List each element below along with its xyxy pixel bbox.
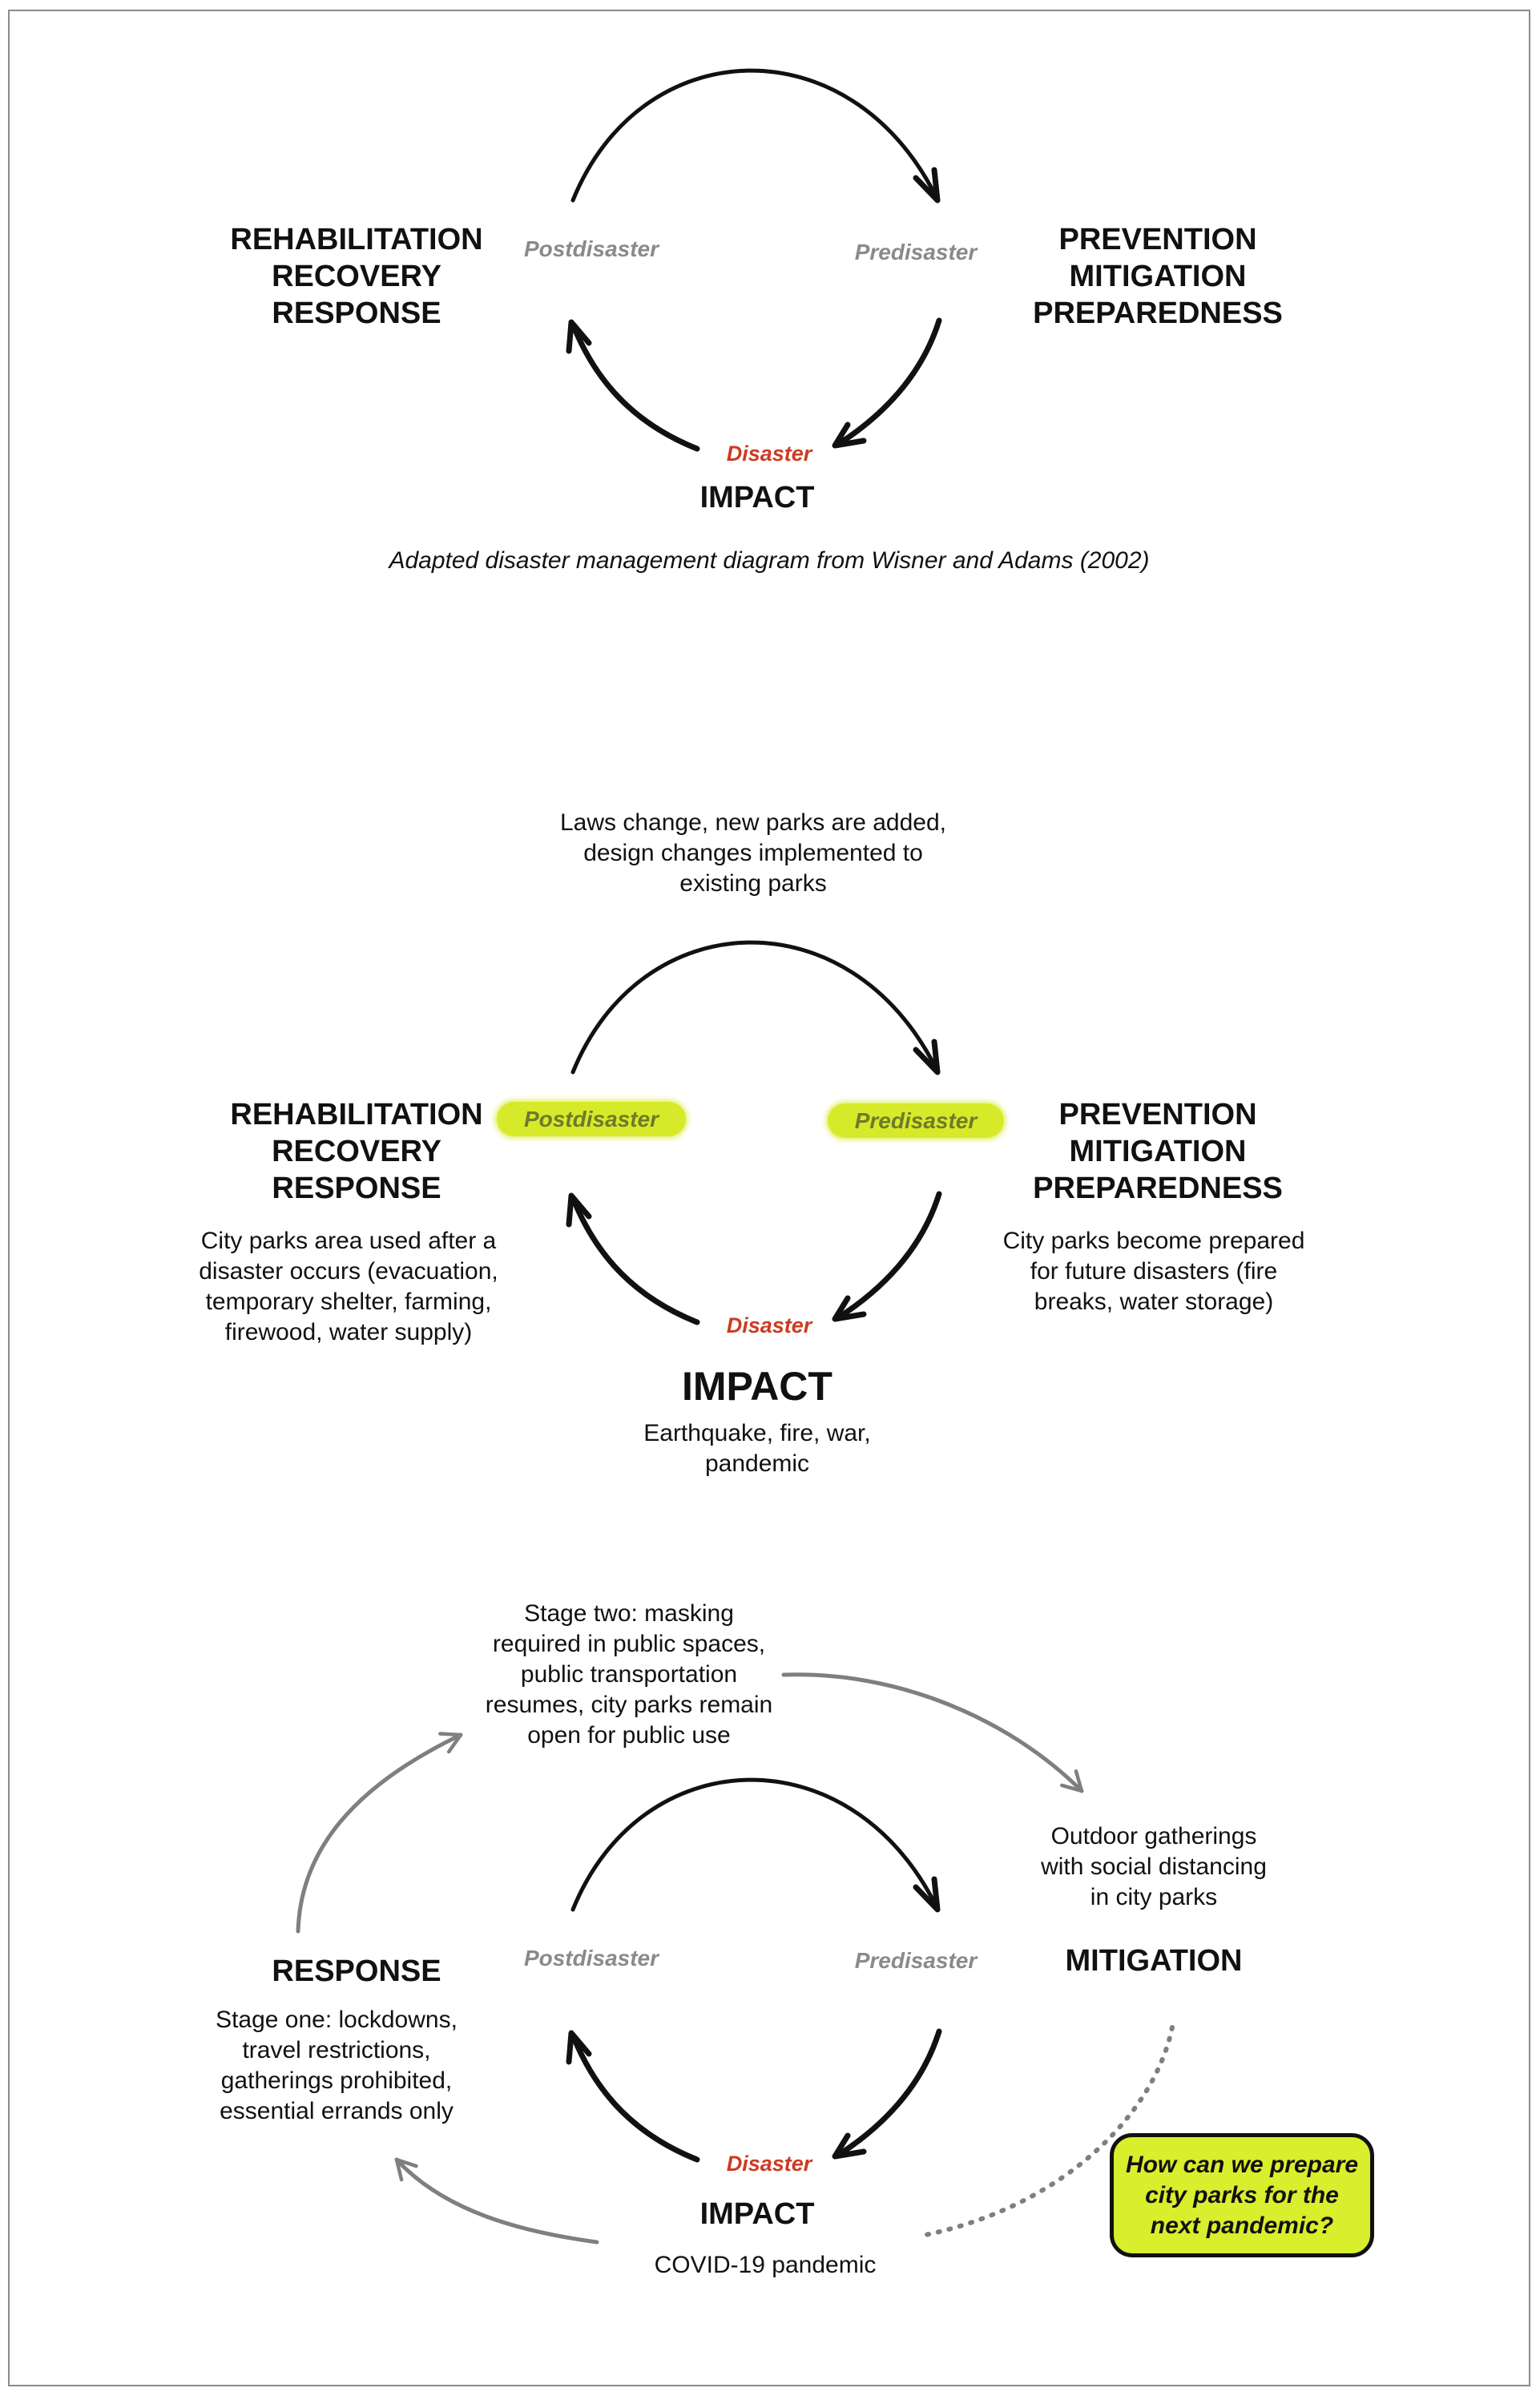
diagram3-cycle-arrows bbox=[566, 1777, 942, 2163]
d3-impact: IMPACT bbox=[699, 2197, 815, 2231]
d2-left-note: City parks area used after a disaster oc… bbox=[199, 1228, 498, 1345]
arrow-pre-to-disaster-3 bbox=[834, 2028, 942, 2159]
d2-postdisaster-highlight: Postdisaster bbox=[496, 1102, 687, 1136]
question-callout-text: How can we prepare city parks for the ne… bbox=[1125, 2151, 1359, 2239]
d3-stage-one-note: Stage one: lockdowns, travel restriction… bbox=[216, 2007, 458, 2124]
d1-right-stages: PREVENTION MITIGATION PREPAREDNESS bbox=[1033, 223, 1283, 330]
arrow-impact-to-response bbox=[394, 2157, 599, 2245]
d1-postdisaster-label: Postdisaster bbox=[523, 236, 659, 261]
arrow-post-to-pre-3 bbox=[570, 1777, 938, 1912]
d3-stage-two-note: Stage two: masking required in public sp… bbox=[485, 1600, 773, 1749]
arrowhead-disaster-3 bbox=[832, 2132, 867, 2160]
d3-postdisaster-label: Postdisaster bbox=[523, 1946, 659, 1970]
d2-impact: IMPACT bbox=[682, 1364, 832, 1409]
arrowhead-disaster-2 bbox=[832, 1295, 867, 1322]
diagram2-cycle-arrows bbox=[566, 940, 942, 1325]
diagram3-flow-arrows bbox=[296, 1672, 1175, 2245]
d1-left-stages: REHABILITATION RECOVERY RESPONSE bbox=[230, 223, 483, 330]
d3-predisaster-label: Predisaster bbox=[854, 1948, 978, 1973]
d3-mitigation-note: Outdoor gatherings with social distancin… bbox=[1041, 1823, 1267, 1910]
d1-predisaster-label: Predisaster bbox=[854, 240, 978, 264]
diagram-frame bbox=[8, 10, 1530, 2386]
d3-mitigation: MITIGATION bbox=[1065, 1944, 1243, 1978]
d2-impact-note: Earthquake, fire, war, pandemic bbox=[643, 1420, 871, 1477]
arrowhead-disaster-1 bbox=[832, 422, 867, 449]
arrowhead-post-1 bbox=[566, 319, 592, 354]
d1-caption: Adapted disaster management diagram from… bbox=[389, 547, 1150, 574]
d2-right-note: City parks become prepared for future di… bbox=[1002, 1228, 1305, 1315]
arrow-pre-to-disaster-1 bbox=[834, 317, 942, 448]
d2-postdisaster-label: Postdisaster bbox=[495, 1102, 687, 1136]
diagram1-cycle-arrows bbox=[566, 68, 942, 452]
question-callout: How can we prepare city parks for the ne… bbox=[1110, 2133, 1374, 2257]
arrow-disaster-to-post-1 bbox=[570, 321, 700, 452]
arrowhead-post-2 bbox=[566, 1192, 592, 1228]
arrow-post-to-pre-2 bbox=[570, 940, 938, 1075]
d1-impact: IMPACT bbox=[699, 481, 815, 514]
arrowhead-pre-2 bbox=[913, 1039, 941, 1075]
arrow-response-to-stage-two bbox=[296, 1732, 463, 1934]
arrowhead-pre-3 bbox=[913, 1876, 941, 1913]
d3-impact-note: COVID-19 pandemic bbox=[654, 2252, 877, 2278]
arrow-post-to-pre-1 bbox=[570, 68, 938, 203]
d3-response: RESPONSE bbox=[272, 1954, 441, 1988]
d2-top-note: Laws change, new parks are added, design… bbox=[560, 809, 946, 897]
d1-disaster-label: Disaster bbox=[726, 442, 812, 466]
d3-disaster-label: Disaster bbox=[726, 2152, 812, 2176]
arrow-disaster-to-post-2 bbox=[570, 1195, 700, 1325]
arrow-pre-to-disaster-2 bbox=[834, 1191, 942, 1321]
arrow-stage-two-to-mitigation bbox=[781, 1672, 1084, 1793]
arrow-disaster-to-post-3 bbox=[570, 2032, 700, 2163]
d2-left-stages: REHABILITATION RECOVERY RESPONSE bbox=[230, 1098, 483, 1205]
arrowhead-pre-1 bbox=[913, 167, 941, 204]
d2-right-stages: PREVENTION MITIGATION PREPAREDNESS bbox=[1033, 1098, 1283, 1205]
d2-disaster-label: Disaster bbox=[726, 1313, 812, 1337]
d2-predisaster-highlight: Predisaster bbox=[827, 1103, 1005, 1138]
d2-predisaster-label: Predisaster bbox=[820, 1103, 1012, 1138]
arrowhead-post-3 bbox=[566, 2030, 592, 2065]
